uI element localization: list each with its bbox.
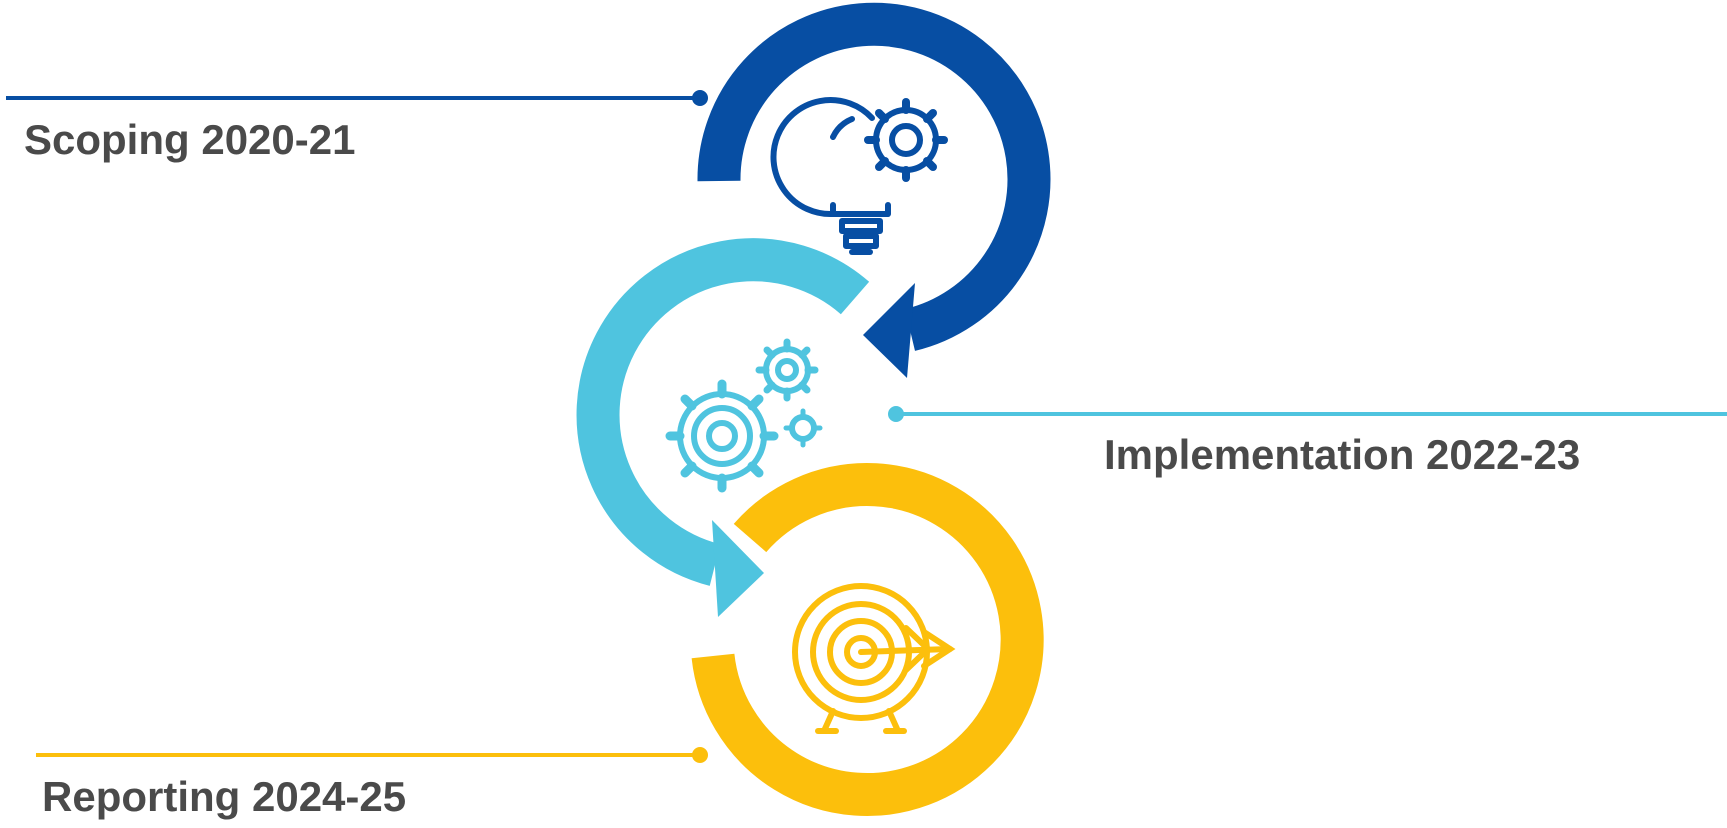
scoping-arrowhead — [863, 283, 915, 378]
lightbulb-gears-icon — [770, 97, 948, 255]
implementation-connector — [888, 406, 1727, 422]
reporting-connector-dot — [692, 747, 708, 763]
implementation-ring-arc — [576, 238, 870, 586]
scoping-ring-arc — [697, 2, 1051, 351]
target-arrow-icon — [792, 583, 956, 734]
reporting-ring-arc — [691, 463, 1044, 817]
stage-label-scoping: Scoping 2020-21 — [24, 116, 356, 163]
implementation-arrowhead — [712, 520, 764, 617]
stage-label-reporting: Reporting 2024-25 — [42, 773, 407, 820]
implementation-stage — [576, 238, 870, 617]
scoping-connector — [6, 90, 708, 106]
gears-icon — [665, 338, 823, 493]
scoping-stage — [697, 2, 1051, 378]
reporting-connector — [36, 747, 708, 763]
stage-label-implementation: Implementation 2022-23 — [1104, 431, 1581, 478]
implementation-connector-dot — [888, 406, 904, 422]
reporting-stage — [691, 463, 1044, 817]
scoping-connector-dot — [692, 90, 708, 106]
